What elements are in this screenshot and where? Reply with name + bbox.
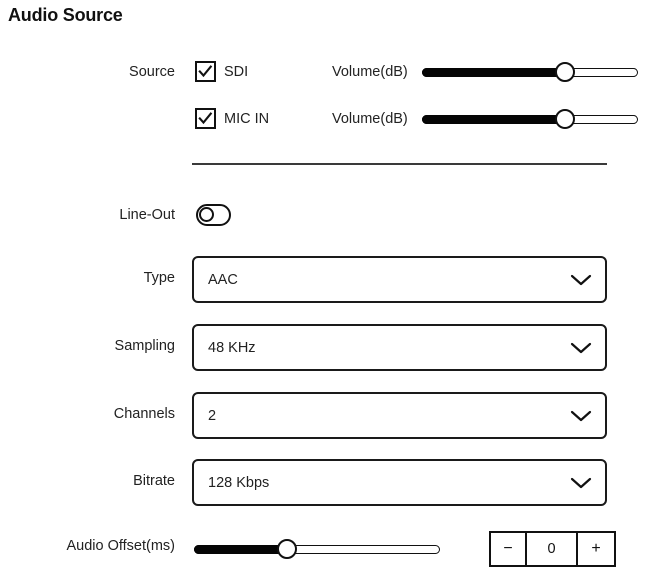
check-icon: [197, 110, 214, 127]
increment-button[interactable]: +: [591, 540, 601, 557]
volume-slider-mic-in[interactable]: [422, 109, 638, 129]
checkbox-mic-in-label: MIC IN: [224, 111, 270, 127]
slider-fill: [194, 545, 288, 554]
chevron-down-icon: [570, 476, 592, 490]
bitrate-dropdown-value: 128 Kbps: [208, 474, 270, 491]
check-icon: [197, 63, 214, 80]
channels-dropdown-value: 2: [208, 407, 217, 424]
page-title: Audio Source: [8, 5, 123, 25]
type-label: Type: [143, 270, 175, 286]
audio-offset-label: Audio Offset(ms): [66, 538, 175, 554]
checkbox-sdi[interactable]: [195, 61, 216, 82]
chevron-down-icon: [570, 409, 592, 423]
slider-thumb[interactable]: [554, 109, 575, 129]
toggle-knob: [199, 207, 214, 222]
audio-offset-stepper[interactable]: − 0 +: [489, 531, 616, 567]
type-dropdown-value: AAC: [208, 271, 238, 288]
slider-thumb[interactable]: [554, 62, 575, 82]
section-divider: [192, 163, 607, 165]
source-row-label: Source: [129, 64, 175, 80]
checkbox-mic-in[interactable]: [195, 108, 216, 129]
channels-dropdown[interactable]: 2: [192, 392, 607, 439]
decrement-button[interactable]: −: [491, 533, 527, 565]
bitrate-dropdown[interactable]: 128 Kbps: [192, 459, 607, 506]
volume-label-mic-in: Volume(dB): [332, 111, 408, 127]
sampling-label: Sampling: [114, 338, 175, 354]
sampling-dropdown-value: 48 KHz: [208, 339, 256, 356]
channels-label: Channels: [113, 406, 175, 422]
slider-thumb[interactable]: [277, 539, 298, 559]
audio-offset-slider[interactable]: [194, 539, 440, 559]
slider-fill: [422, 115, 565, 124]
volume-slider-sdi[interactable]: [422, 62, 638, 82]
slider-fill: [422, 68, 565, 77]
sampling-dropdown[interactable]: 48 KHz: [192, 324, 607, 371]
type-dropdown[interactable]: AAC: [192, 256, 607, 303]
chevron-down-icon: [570, 341, 592, 355]
bitrate-label: Bitrate: [133, 473, 175, 489]
volume-label-sdi: Volume(dB): [332, 64, 408, 80]
checkbox-sdi-label: SDI: [224, 64, 249, 80]
line-out-toggle[interactable]: [196, 204, 231, 226]
line-out-label: Line-Out: [119, 207, 175, 223]
chevron-down-icon: [570, 273, 592, 287]
audio-offset-value[interactable]: 0: [527, 533, 578, 565]
